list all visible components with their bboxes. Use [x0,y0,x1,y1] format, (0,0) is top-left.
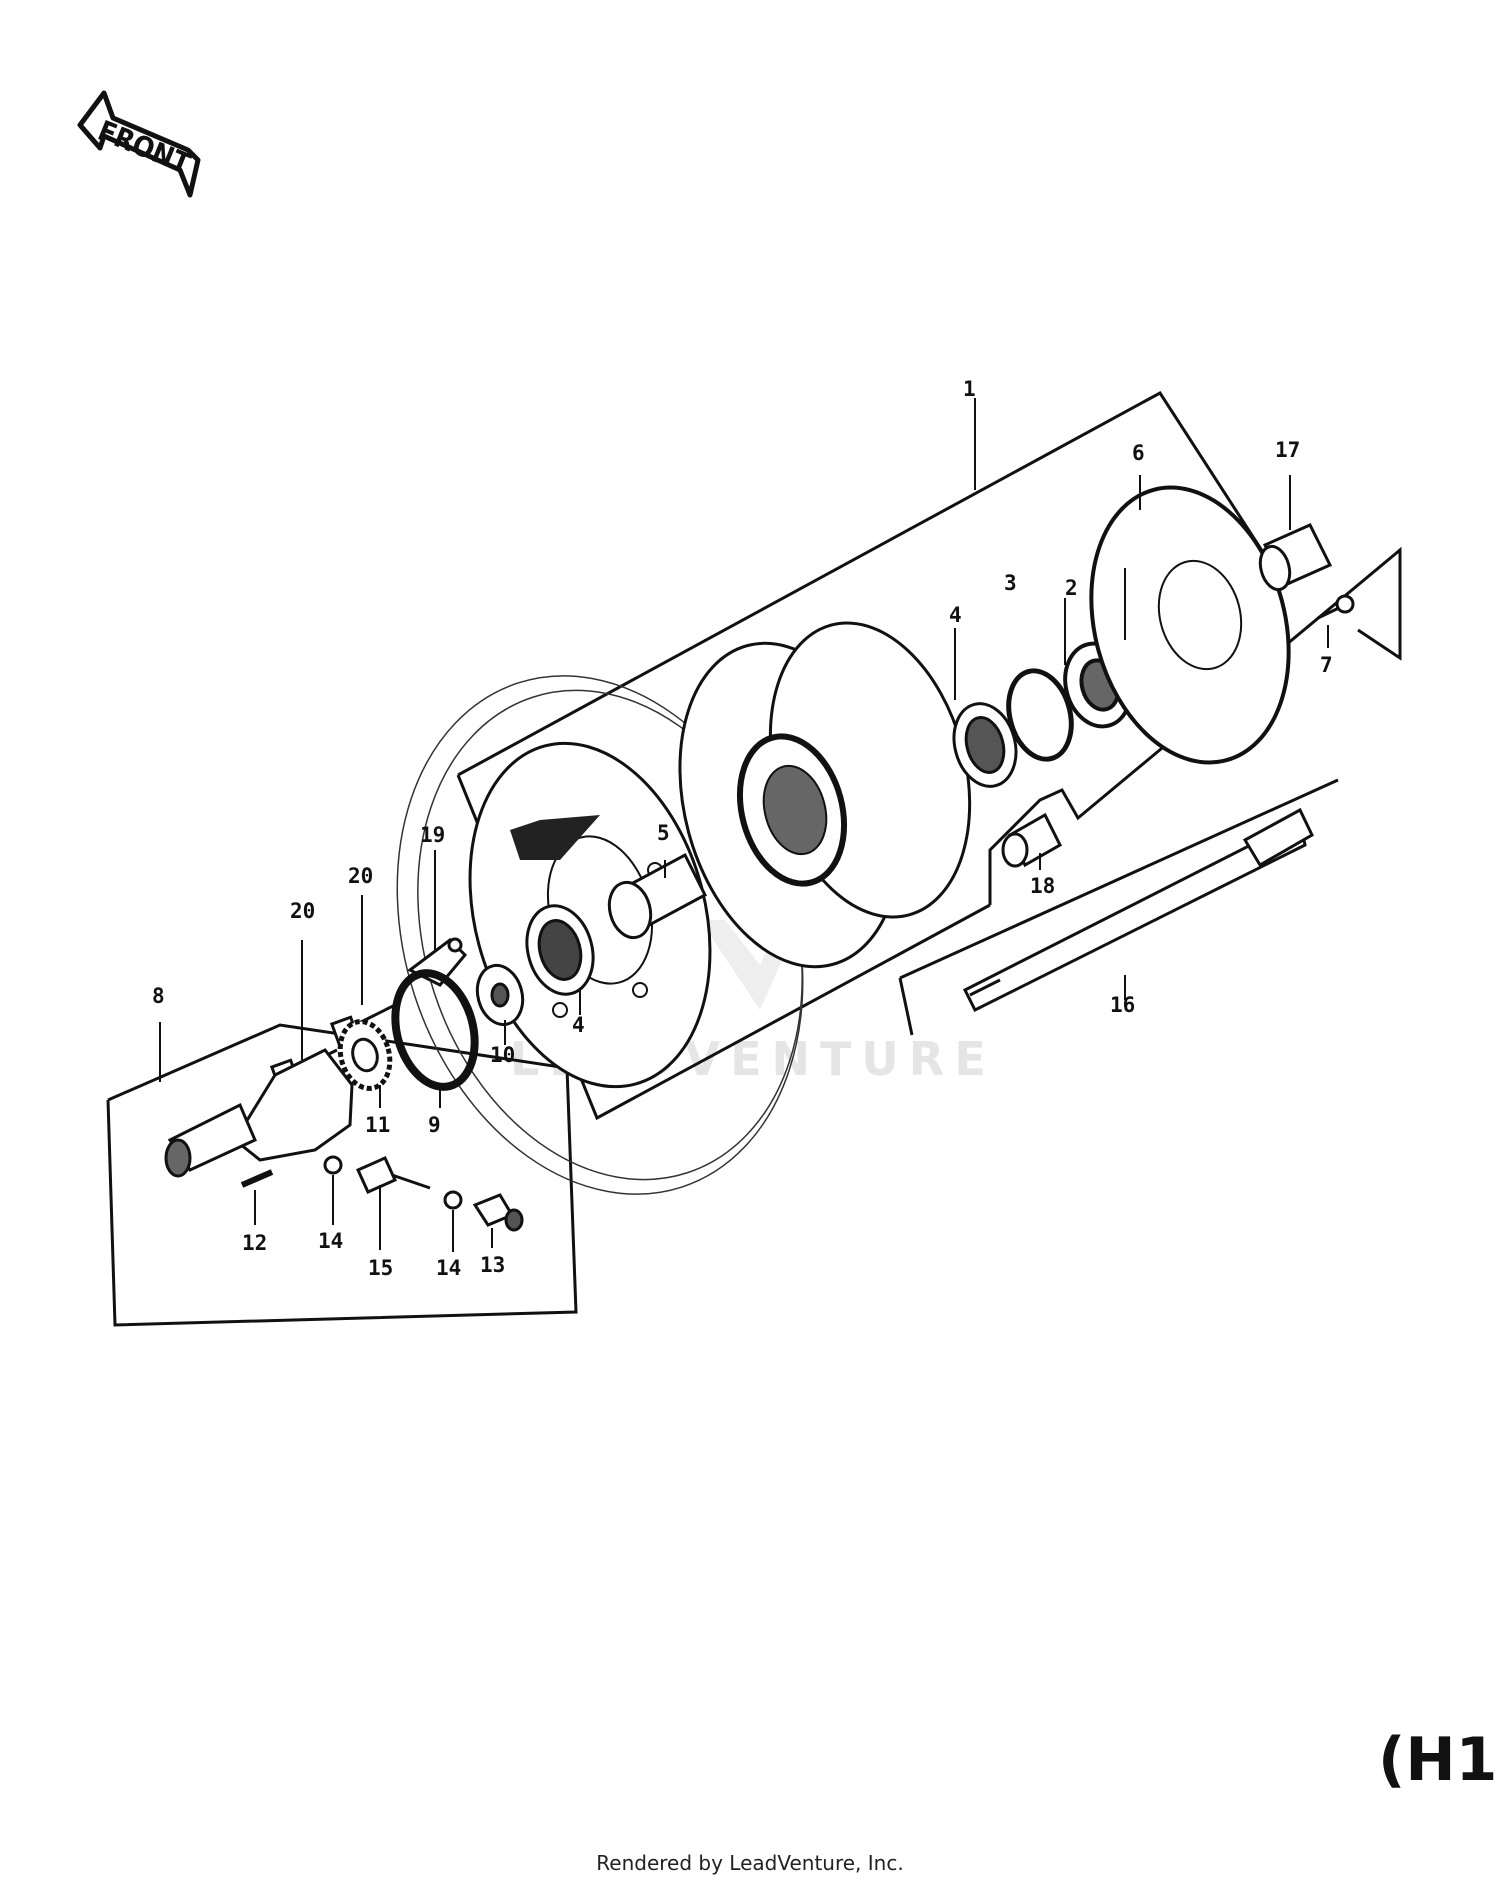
footer-credit: Rendered by LeadVenture, Inc. [596,1851,904,1875]
callout-7: 7 [1320,653,1333,677]
callout-9: 9 [428,1113,441,1137]
collar-part-18 [1001,812,1062,868]
wheel-hub [678,621,972,969]
callout-19: 19 [420,823,445,847]
callout-11: 11 [365,1113,390,1137]
axle-part-16 [962,807,1314,1013]
sleeve-part-17 [1258,523,1333,592]
bearing-part-4-left [525,904,595,996]
callout-8: 8 [152,984,165,1008]
pin-part-12 [240,1169,274,1188]
callout-10: 10 [490,1043,515,1067]
callout-2: 2 [1065,576,1078,600]
callout-labels: 1 2 3 4 4 5 6 7 8 9 10 11 12 13 14 14 15… [152,377,1333,1280]
bearing-part-4-right [952,702,1018,788]
callout-14-left: 14 [318,1229,343,1253]
callout-18: 18 [1030,874,1055,898]
callout-20-upper: 20 [348,864,373,888]
callout-3: 3 [1004,571,1017,595]
callout-13: 13 [480,1253,505,1277]
axle-frame [898,778,1339,1036]
front-arrow-icon: FRONT [77,90,201,198]
washer-part-10 [475,963,525,1027]
callout-17: 17 [1275,438,1300,462]
callout-14-right: 14 [436,1256,461,1280]
gear-housing-part-8 [164,1048,354,1178]
callout-12: 12 [242,1231,267,1255]
washer-part-14-left [323,1155,343,1175]
circlip-part-3 [1006,668,1074,762]
callout-15: 15 [368,1256,393,1280]
callout-16: 16 [1110,993,1135,1017]
washer-part-14-right [443,1190,463,1210]
coupling-part-6 [1089,485,1291,765]
callout-20-lower: 20 [290,899,315,923]
front-label: FRONT [93,114,195,181]
bushing-part-13 [472,1193,524,1232]
gear-housing-frame [106,1023,578,1327]
spacer-part-5 [607,852,707,940]
seal-part-9 [391,969,479,1091]
callout-5: 5 [657,821,670,845]
pinion-part-15 [356,1156,431,1194]
brake-panel [468,741,712,1089]
sheet-code: (H1- [1378,1725,1500,1795]
gear-part-11 [337,1019,393,1091]
callout-6: 6 [1132,441,1145,465]
bolt-part-7 [1317,594,1355,620]
callout-4-left: 4 [572,1013,585,1037]
leader-lines [254,475,1329,1252]
callout-4-right: 4 [949,603,962,627]
callout-1: 1 [963,377,976,401]
